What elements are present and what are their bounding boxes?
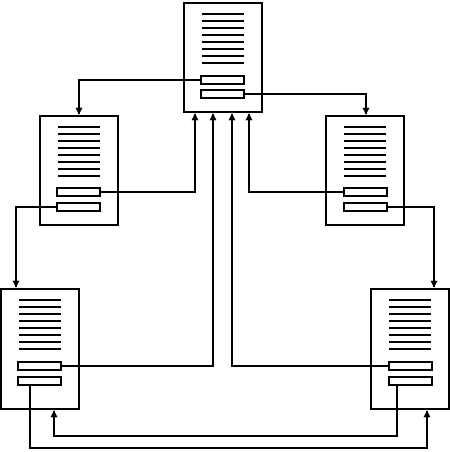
- document-top: [183, 2, 263, 113]
- link-anchor-1: [343, 187, 388, 197]
- connectors: [12, 79, 438, 449]
- document-bottom-right: [370, 288, 450, 410]
- text-lines: [58, 126, 100, 177]
- link-anchor-1: [56, 187, 101, 197]
- link-anchor-1: [200, 75, 245, 85]
- link-anchor-2: [56, 202, 101, 212]
- arrow-mid-left-to-bottom-left: [12, 206, 57, 288]
- arrow-bottom-left-to-top: [61, 113, 217, 367]
- document-mid-right: [325, 115, 405, 226]
- arrow-top-to-mid-left: [75, 79, 201, 115]
- arrow-mid-right-to-bottom-right: [387, 206, 438, 288]
- link-anchor-2: [343, 202, 388, 212]
- arrow-mid-left-to-top: [100, 113, 199, 193]
- arrow-bottom-left-to-bottom-right: [29, 385, 431, 449]
- link-anchor-1: [388, 361, 433, 371]
- arrow-bottom-right-to-bottom-left: [50, 385, 398, 437]
- text-lines: [19, 299, 61, 350]
- document-bottom-left: [0, 288, 80, 410]
- text-lines: [389, 299, 431, 350]
- text-lines: [344, 126, 386, 177]
- document-mid-left: [39, 115, 119, 226]
- link-anchor-2: [388, 376, 433, 386]
- arrow-bottom-right-to-top: [228, 113, 389, 367]
- link-anchor-2: [17, 376, 62, 386]
- link-anchor-2: [200, 89, 245, 99]
- text-lines: [202, 13, 244, 64]
- arrow-top-to-mid-right: [244, 93, 370, 115]
- arrow-mid-right-to-top: [245, 113, 344, 193]
- link-anchor-1: [17, 361, 62, 371]
